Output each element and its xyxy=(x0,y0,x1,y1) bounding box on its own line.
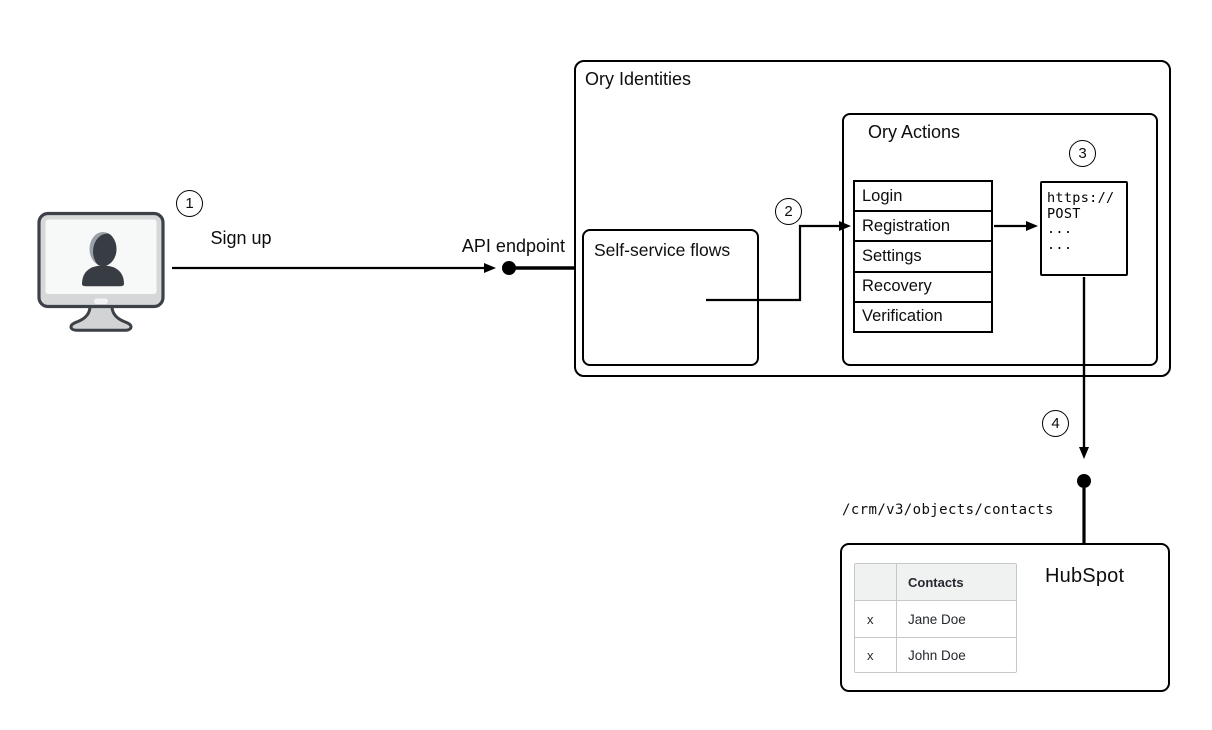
step-3-badge: 3 xyxy=(1069,140,1096,167)
contacts-table-row-2: x John Doe xyxy=(855,638,1016,672)
contacts-table-header-row: Contacts xyxy=(855,564,1016,601)
monitor-stand xyxy=(69,304,133,332)
contact-2-marker-cell: x xyxy=(855,638,897,672)
contacts-header-empty-cell xyxy=(855,564,897,600)
hubspot-title: HubSpot xyxy=(1045,565,1125,587)
code-line-method: POST xyxy=(1047,205,1081,222)
contacts-table-row-1: x Jane Doe xyxy=(855,601,1016,638)
flow-item-registration: Registration xyxy=(855,212,991,243)
hubspot-endpoint-node xyxy=(1077,474,1091,488)
ory-identities-title: Ory Identities xyxy=(585,69,692,89)
step-4-badge: 4 xyxy=(1042,410,1069,437)
step-2-badge: 2 xyxy=(775,198,802,225)
contacts-table: Contacts x Jane Doe x John Doe xyxy=(854,563,1017,673)
ory-actions-title: Ory Actions xyxy=(868,122,961,142)
flow-item-settings: Settings xyxy=(855,242,991,273)
code-line-url: https:// xyxy=(1047,190,1115,206)
api-endpoint-node xyxy=(502,261,516,275)
code-line-ellipsis-2: ... xyxy=(1047,236,1073,253)
step-1-badge: 1 xyxy=(176,190,203,217)
crm-endpoint-path-label: /crm/v3/objects/contacts xyxy=(842,502,1054,518)
contacts-header-title-cell: Contacts xyxy=(908,574,964,590)
code-line-ellipsis-1: ... xyxy=(1047,221,1073,237)
flow-item-verification: Verification xyxy=(862,307,943,326)
signup-label: Sign up xyxy=(210,228,272,248)
flow-item-login: Login xyxy=(855,182,991,213)
contact-1-name-cell: Jane Doe xyxy=(908,611,966,627)
contact-2-name-cell: John Doe xyxy=(908,647,966,663)
monitor-power-button xyxy=(94,298,108,304)
self-service-flow-list: Login Registration Settings Recovery Ver… xyxy=(853,180,993,333)
flow-item-recovery: Recovery xyxy=(855,273,991,303)
contact-1-marker-cell: x xyxy=(855,601,897,637)
webhook-request-box: https:// POST ... ... xyxy=(1040,181,1128,276)
api-endpoint-label: API endpoint xyxy=(461,236,565,256)
user-computer-icon xyxy=(37,211,165,332)
self-service-flows-title: Self-service flows xyxy=(594,240,731,260)
